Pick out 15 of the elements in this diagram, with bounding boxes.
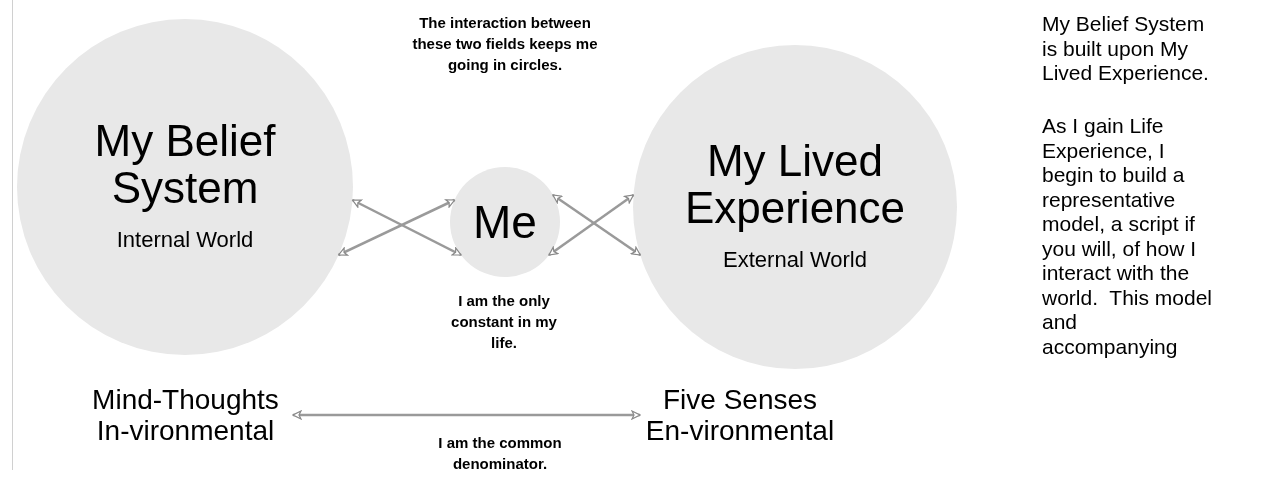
- note-text: The interaction between these two fields keeps me going in circles.: [411, 13, 599, 75]
- node-title: Me: [472, 197, 538, 247]
- note-text: I am the only constant in my life.: [450, 291, 558, 353]
- double-arrow: [338, 198, 456, 257]
- node-subtitle: External World: [723, 245, 867, 274]
- double-arrow: [351, 198, 462, 257]
- node-title: My Lived Experience: [683, 138, 907, 231]
- paragraph: As I gain Life Experience, I begin to build a representative model, a script if you will, of how I interact with the world. This model and accompanying: [1042, 114, 1213, 359]
- node-title: Five Senses En-vironmental: [644, 385, 836, 447]
- node-subtitle: Internal World: [116, 225, 254, 254]
- double-arrow: [292, 410, 641, 420]
- note-text: I am the common denominator.: [437, 433, 563, 474]
- paragraph: My Belief System is built upon My Lived Experience.: [1042, 12, 1210, 86]
- node-title: Mind-Thoughts In-vironmental: [91, 385, 280, 447]
- node-title: My Belief System: [93, 118, 277, 211]
